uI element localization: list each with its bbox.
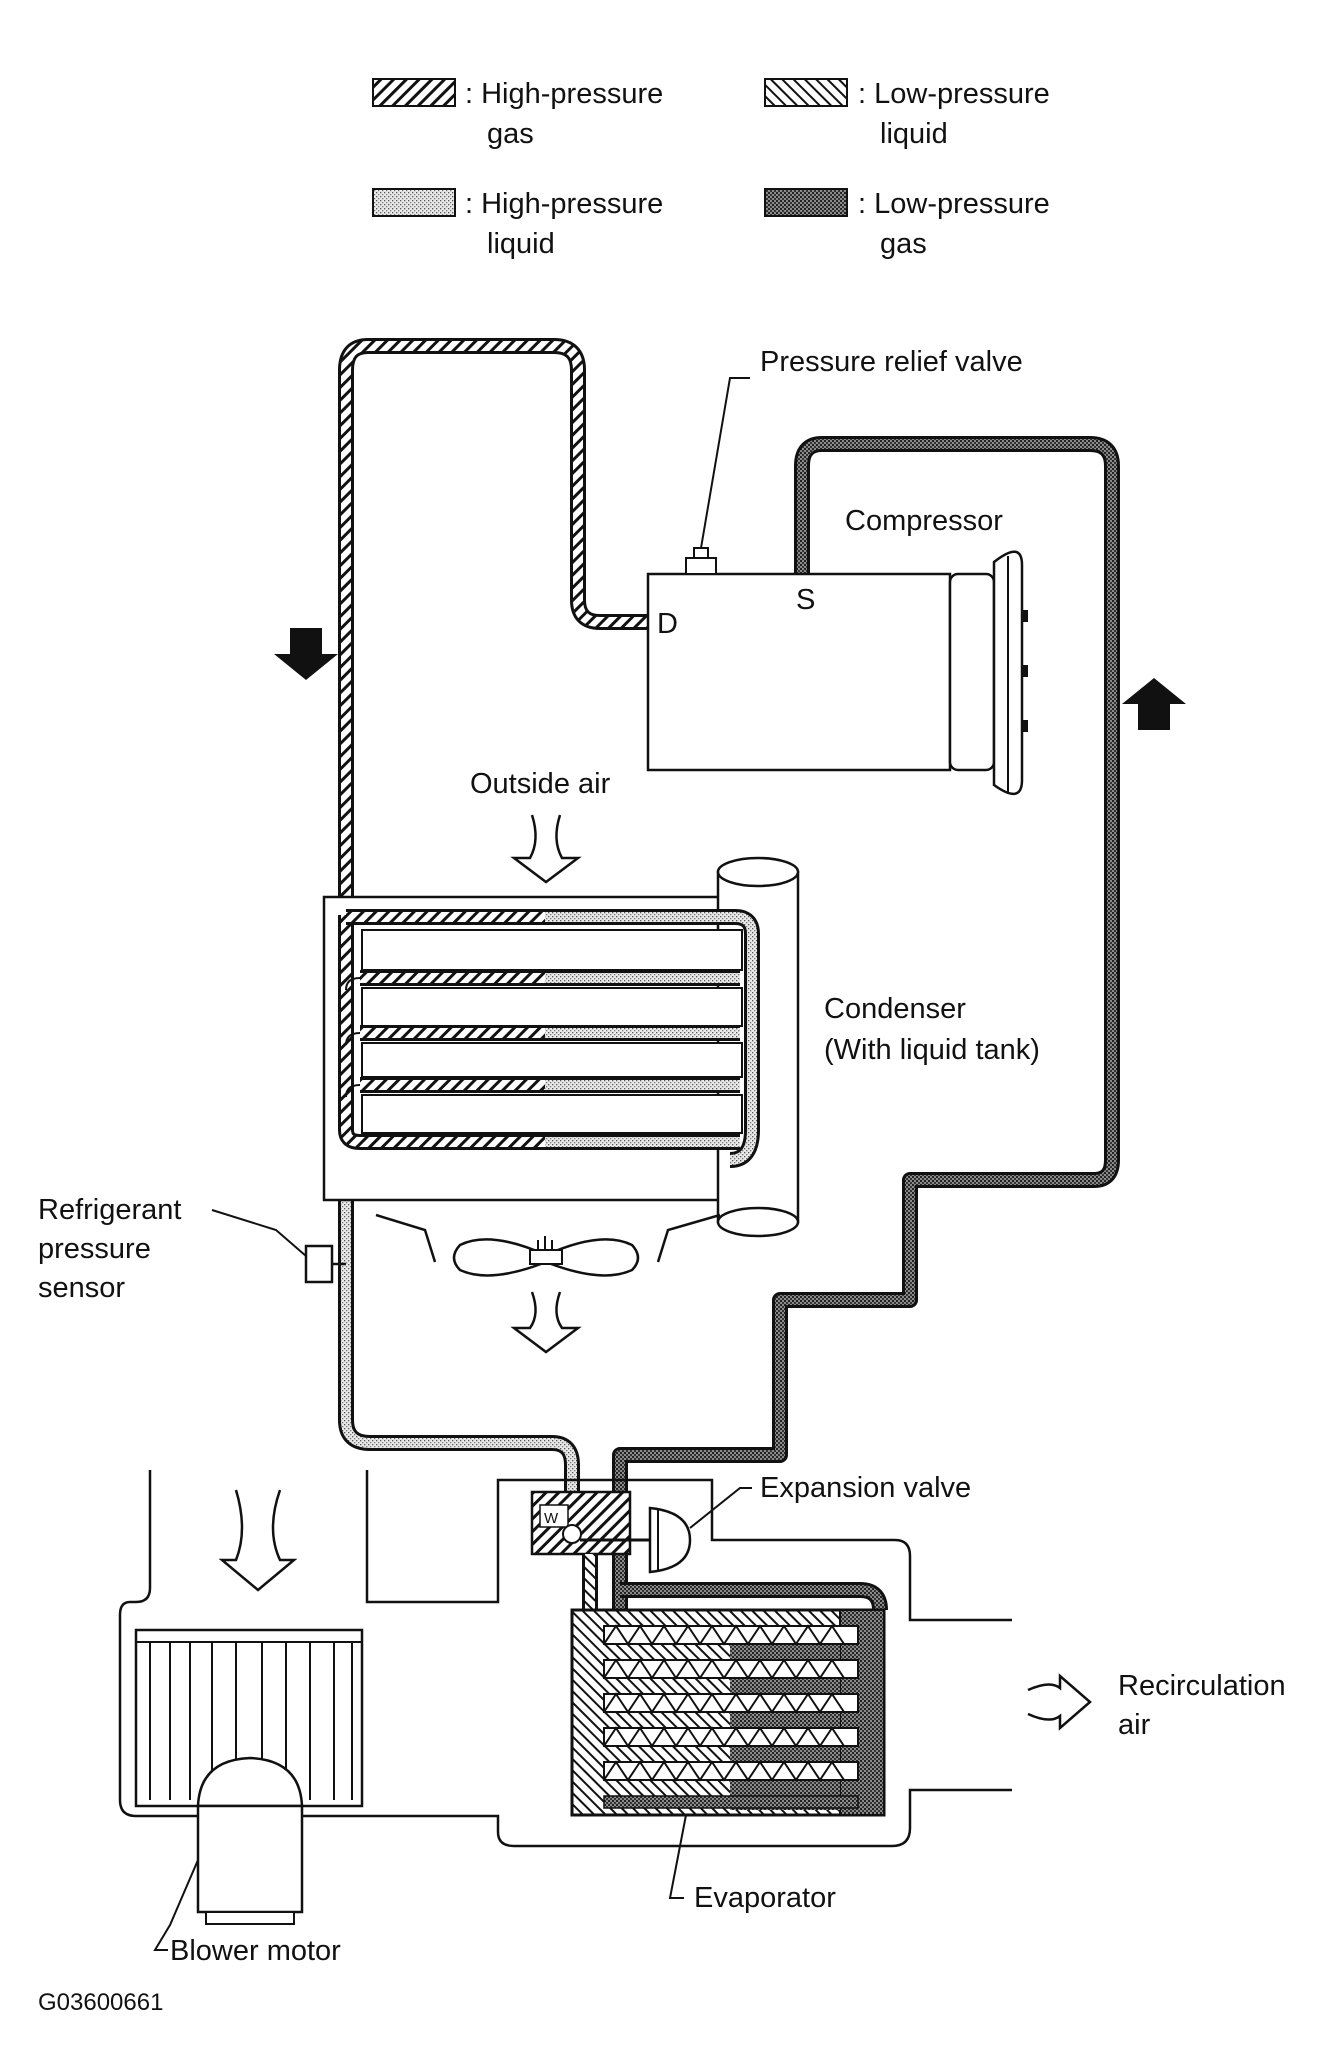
pressure-relief-valve-callout: Pressure relief valve (700, 346, 1023, 549)
legend: : High-pressure gas : Low-pressure liqui… (372, 78, 1050, 260)
fan-blade (544, 1238, 640, 1277)
outside-air-arrow-icon (510, 814, 582, 884)
sensor-label: Refrigerant (38, 1194, 181, 1226)
blower-motor-label: Blower motor (170, 1935, 341, 1967)
expansion-valve-diaphragm (648, 1506, 692, 1574)
legend-label: : High-pressure (465, 188, 663, 220)
legend-label: liquid (880, 118, 948, 150)
condenser-label: Condenser (824, 993, 966, 1025)
exhaust-air-arrow-icon (510, 1291, 582, 1354)
hvac-housing (118, 1470, 1012, 1848)
pressure-relief-valve-label: Pressure relief valve (760, 346, 1023, 378)
flow-up-arrow-icon (1122, 678, 1186, 730)
condenser: Condenser (With liquid tank) (322, 856, 1040, 1238)
legend-low-pressure-liquid: : Low-pressure liquid (764, 78, 1050, 150)
legend-low-pressure-gas: : Low-pressure gas (764, 188, 1050, 260)
legend-swatch-lp-gas (764, 188, 848, 217)
recirculation-air-label: air (1118, 1709, 1151, 1741)
compressor-body (646, 572, 952, 772)
legend-high-pressure-gas: : High-pressure gas (372, 78, 663, 150)
legend-label: gas (487, 118, 534, 150)
sensor-label: sensor (38, 1272, 125, 1304)
blower: Blower motor (134, 1628, 364, 1967)
recirculation-air-label: Recirculation (1118, 1670, 1286, 1702)
evaporator: Evaporator (570, 1582, 888, 1914)
condenser-fan (375, 1213, 721, 1277)
legend-high-pressure-liquid: : High-pressure liquid (372, 188, 663, 260)
suction-port-label: S (796, 584, 815, 616)
intake-air-arrow-icon (218, 1489, 298, 1592)
legend-swatch-hp-gas (372, 78, 456, 107)
pipe-low-pressure-gas (612, 436, 1120, 1620)
svg-text:W: W (544, 1510, 559, 1527)
condenser-tubes (338, 909, 760, 1168)
pressure-relief-valve (685, 557, 717, 575)
discharge-port-label: D (657, 608, 678, 640)
expansion-valve: W Expansion valve (530, 1472, 971, 1574)
compressor-label: Compressor (845, 505, 1003, 537)
legend-label: gas (880, 228, 927, 260)
compressor-clutch-housing (948, 572, 996, 772)
pipe-high-pressure-gas (338, 338, 648, 915)
legend-label: : High-pressure (465, 78, 663, 110)
fan-blade (452, 1238, 548, 1277)
sensor-label: pressure (38, 1233, 151, 1265)
evaporator-label: Evaporator (694, 1882, 836, 1914)
outside-air-label: Outside air (470, 768, 611, 800)
legend-swatch-hp-liquid (372, 188, 456, 217)
expansion-valve-label: Expansion valve (760, 1472, 971, 1504)
legend-label: liquid (487, 228, 555, 260)
flow-down-arrow-icon (274, 628, 338, 680)
legend-label: : Low-pressure (858, 78, 1050, 110)
blower-motor (196, 1804, 304, 1914)
recirculation-air: Recirculation air (1027, 1670, 1286, 1741)
recirculation-air-arrow-icon (1027, 1673, 1092, 1731)
figure-id: G03600661 (38, 1989, 163, 2016)
condenser-sublabel: (With liquid tank) (824, 1034, 1040, 1066)
compressor: D S Compressor (646, 505, 1028, 795)
legend-swatch-lp-liquid (764, 78, 848, 107)
refrigerant-pressure-sensor: Refrigerant pressure sensor (38, 1194, 346, 1304)
legend-label: : Low-pressure (858, 188, 1050, 220)
